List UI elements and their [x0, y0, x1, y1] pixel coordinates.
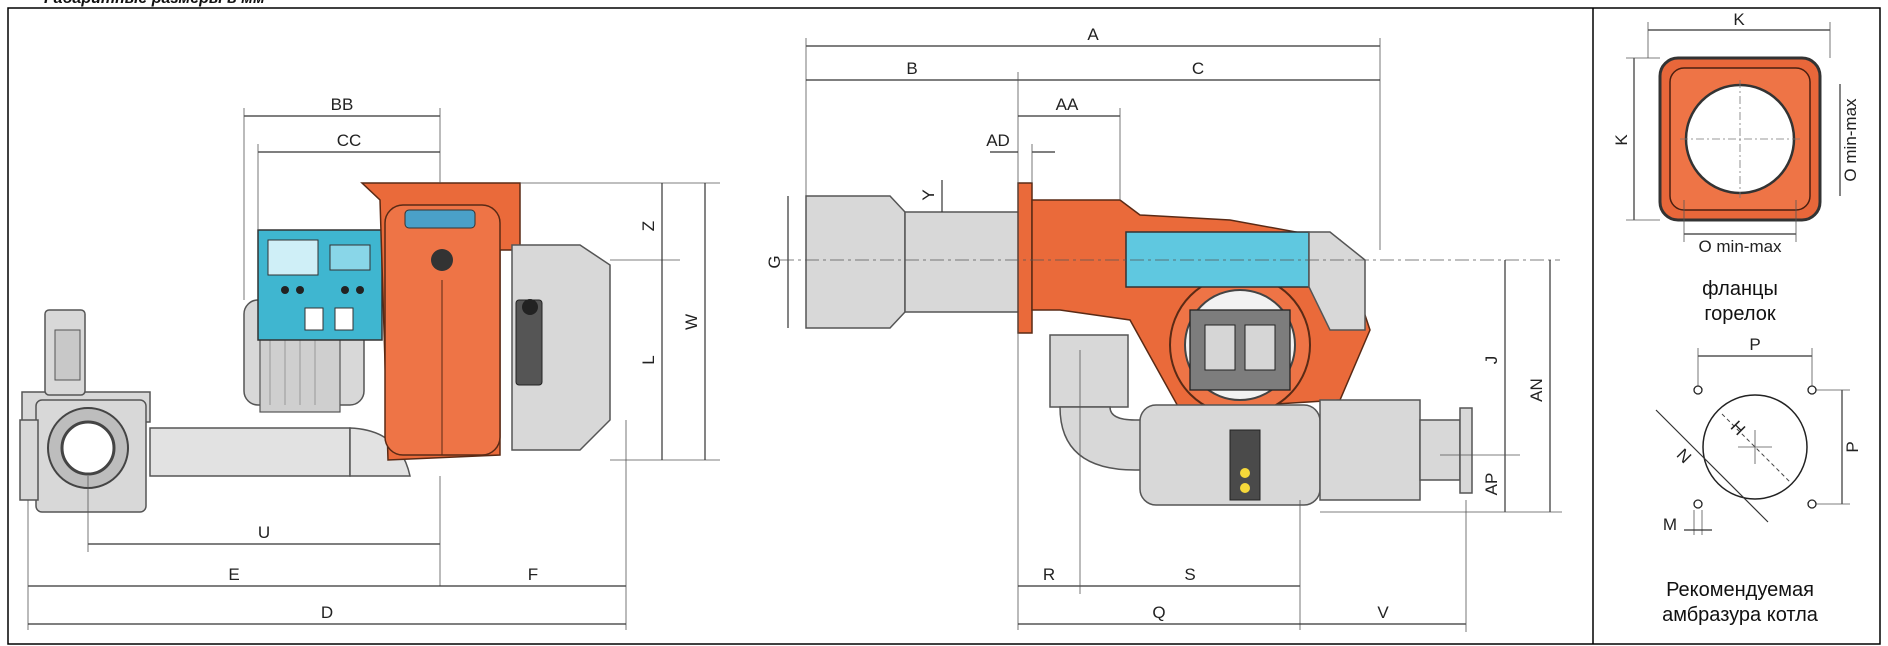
dim-label-k-vertical: K	[1612, 134, 1631, 146]
dim-label-h: H	[1727, 417, 1749, 439]
dim-label-cc: CC	[337, 131, 362, 150]
dim-label-p-vertical: P	[1843, 441, 1862, 452]
dim-label-an: AN	[1527, 378, 1546, 402]
dim-label-f: F	[528, 565, 538, 584]
dim-label-o-vertical: O min-max	[1841, 98, 1860, 182]
gas-train-left	[19, 309, 411, 513]
dim-label-c: C	[1192, 59, 1204, 78]
flange-view	[1626, 22, 1841, 242]
dim-label-q: Q	[1152, 603, 1165, 622]
flange-caption-line-1: фланцы	[1702, 278, 1778, 300]
dim-label-m: M	[1663, 515, 1677, 534]
flange-caption: фланцы горелок	[1640, 277, 1840, 327]
air-box	[511, 244, 611, 451]
gas-valve-group	[1049, 334, 1473, 506]
dim-label-u: U	[258, 523, 270, 542]
front-view: A B C AA AD Y G J AN AP R S Q V	[765, 25, 1562, 632]
mounting-flange	[1017, 182, 1033, 334]
side-view: BB CC Z W L U E F D	[19, 95, 720, 630]
page-header-title: Габаритные размеры в мм	[44, 0, 265, 8]
dim-label-aa: AA	[1056, 95, 1079, 114]
dim-label-s: S	[1184, 565, 1195, 584]
dim-label-a: A	[1087, 25, 1099, 44]
dim-label-bb: BB	[331, 95, 354, 114]
dim-label-ad: AD	[986, 131, 1010, 150]
dim-label-k-horizontal: K	[1733, 10, 1745, 29]
dim-label-v: V	[1377, 603, 1389, 622]
dim-label-b: B	[906, 59, 917, 78]
dim-label-z: Z	[639, 221, 658, 231]
servo-cover	[1125, 231, 1310, 288]
burner-housing-side	[360, 182, 521, 461]
control-panel	[257, 229, 383, 341]
dim-label-l: L	[639, 355, 658, 364]
dim-label-d: D	[321, 603, 333, 622]
dim-label-r: R	[1043, 565, 1055, 584]
boiler-caption-line-2: амбразура котла	[1662, 604, 1818, 626]
front-dimensions	[780, 38, 1562, 632]
side-dimensions	[27, 108, 720, 630]
dim-label-e: E	[228, 565, 239, 584]
dim-label-j: J	[1482, 356, 1501, 365]
dim-label-o-horizontal: O min-max	[1698, 237, 1782, 256]
dim-label-y: Y	[919, 189, 938, 200]
dim-label-g: G	[765, 255, 784, 268]
flange-caption-line-2: горелок	[1704, 303, 1776, 325]
dim-label-p-horizontal: P	[1749, 335, 1760, 354]
drawing-frame	[7, 7, 1881, 645]
boiler-caption: Рекомендуемая амбразура котла	[1610, 578, 1870, 628]
boiler-caption-line-1: Рекомендуемая	[1666, 579, 1814, 601]
dim-label-ap: AP	[1482, 473, 1501, 496]
side-bracket	[1308, 231, 1366, 331]
blast-tube	[805, 195, 1021, 329]
boiler-opening-view	[1655, 348, 1850, 535]
dim-label-w: W	[682, 314, 701, 330]
dim-label-n: N	[1673, 445, 1695, 467]
